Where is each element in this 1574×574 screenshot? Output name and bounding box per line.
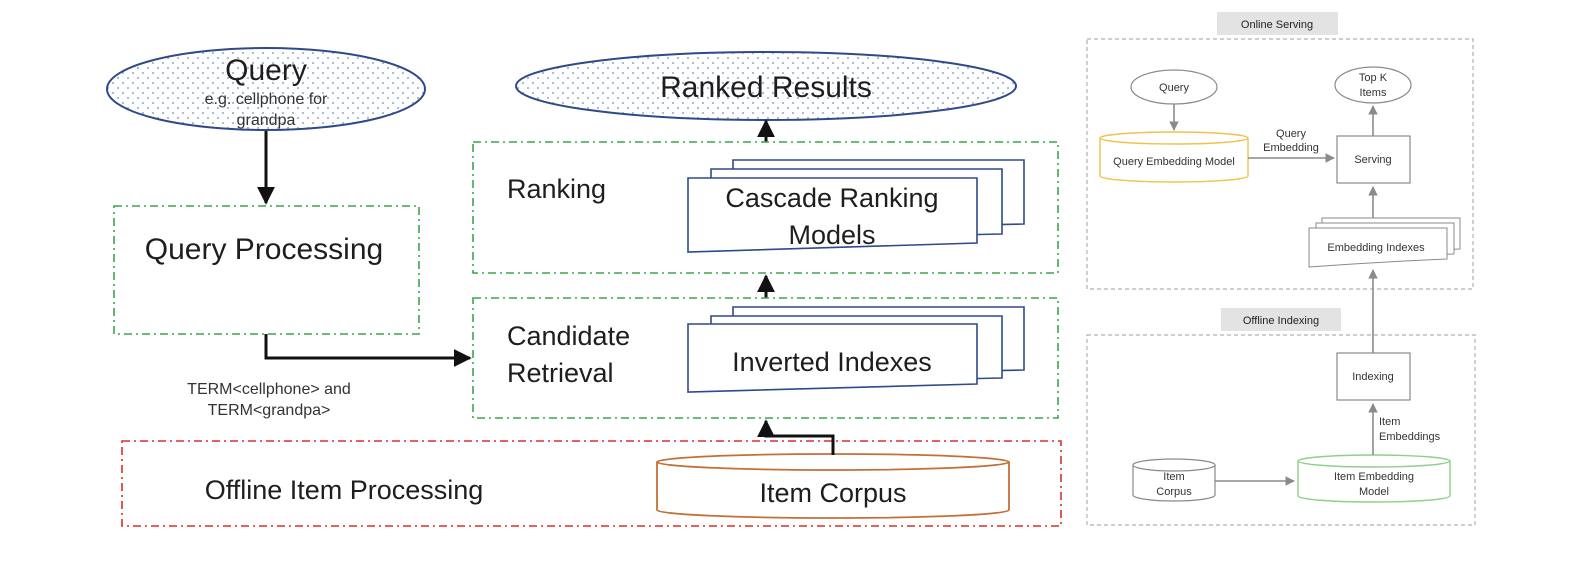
query-example-line1: e.g. cellphone for: [205, 91, 328, 108]
term-line2: TERM<grandpa>: [208, 402, 331, 419]
query-processing-label: Query Processing: [145, 233, 383, 266]
candidate-retrieval-box: Candidate Retrieval Inverted Indexes: [472, 297, 1059, 419]
offline-indexing-label: Offline Indexing: [1243, 315, 1319, 327]
cascade-line1: Cascade Ranking: [725, 183, 938, 213]
online-serving-tag: Online Serving: [1217, 12, 1338, 35]
candidate-line1: Candidate: [507, 321, 630, 351]
query-node: Query e.g. cellphone for grandpa: [106, 47, 426, 131]
ranking-box: Ranking Cascade Ranking Models: [472, 141, 1059, 274]
inverted-indexes-label: Inverted Indexes: [732, 347, 932, 377]
offline-item-processing-label: Offline Item Processing: [205, 475, 484, 505]
item-corpus-label: Item Corpus: [759, 478, 906, 508]
right-query-node: Query: [1130, 69, 1218, 105]
query-embedding-edge-line2: Embedding: [1263, 142, 1319, 154]
embedding-indexes-doc-stack: Embedding Indexes: [1308, 217, 1461, 268]
top-k-line1: Top K: [1359, 72, 1388, 84]
item-embedding-model-line2: Model: [1359, 486, 1389, 498]
corpus-to-retrieval-arrow: [757, 419, 835, 455]
item-corpus-cylinder: Item Corpus: [656, 453, 1010, 519]
online-serving-container: [1086, 38, 1474, 290]
query-processing-box: Query Processing: [113, 205, 420, 335]
cascade-line2: Models: [788, 220, 875, 250]
online-serving-label: Online Serving: [1241, 19, 1313, 31]
query-example-line2: grandpa: [237, 112, 296, 129]
embedding-indexes-label: Embedding Indexes: [1327, 242, 1425, 254]
serving-box: Serving: [1336, 135, 1411, 184]
top-k-items-node: Top K Items: [1334, 66, 1412, 104]
processing-to-retrieval-arrow: [264, 334, 472, 367]
right-query-label: Query: [1159, 82, 1189, 94]
query-embedding-edge-line1: Query: [1276, 128, 1306, 140]
query-title: Query: [225, 54, 307, 87]
term-line1: TERM<cellphone> and: [187, 381, 351, 398]
right-item-corpus-line2: Corpus: [1156, 486, 1192, 498]
item-embeddings-edge-line1: Item: [1379, 416, 1400, 428]
offline-item-processing-box: Offline Item Processing: [121, 440, 1062, 527]
item-embedding-model-cylinder: Item Embedding Model: [1297, 454, 1451, 503]
cascade-ranking-doc-stack: [687, 159, 1025, 253]
item-embedding-model-line1: Item Embedding: [1334, 471, 1414, 483]
top-k-line2: Items: [1360, 87, 1387, 99]
offline-indexing-tag: Offline Indexing: [1221, 308, 1341, 331]
right-item-corpus-cylinder: Item Corpus: [1132, 458, 1216, 502]
query-embedding-model-cylinder: Query Embedding Model: [1099, 131, 1249, 183]
right-item-corpus-line1: Item: [1163, 471, 1184, 483]
ranked-results-node: Ranked Results: [515, 51, 1017, 121]
indexing-box: Indexing: [1336, 352, 1411, 401]
ranking-label: Ranking: [507, 174, 606, 204]
ranked-results-label: Ranked Results: [660, 71, 872, 104]
indexing-label: Indexing: [1352, 371, 1394, 383]
item-embeddings-edge-line2: Embeddings: [1379, 431, 1441, 443]
offline-indexing-container: [1086, 334, 1476, 526]
query-embedding-model-label: Query Embedding Model: [1113, 156, 1235, 168]
inverted-indexes-doc-stack: [687, 306, 1025, 393]
serving-label: Serving: [1354, 154, 1391, 166]
candidate-line2: Retrieval: [507, 358, 614, 388]
